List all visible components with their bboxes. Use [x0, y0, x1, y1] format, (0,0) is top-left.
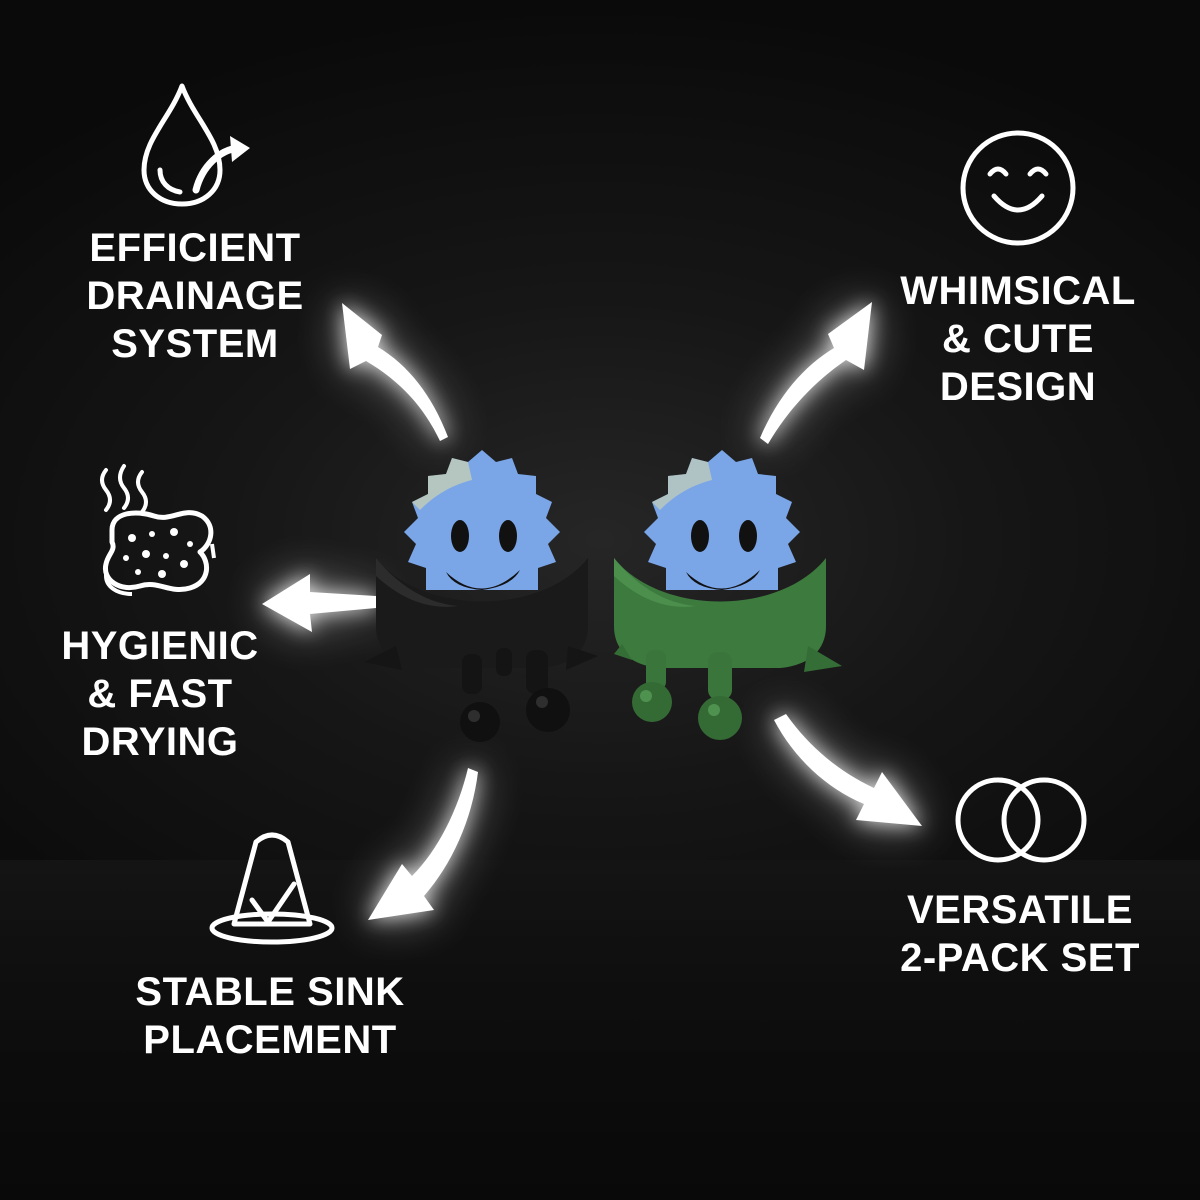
blue-sponge: [644, 450, 800, 590]
arrow-to-versatile: [774, 714, 922, 826]
arrow-to-whimsical: [760, 302, 872, 444]
smiley-face-icon: [960, 130, 1076, 246]
arrow-to-drainage: [342, 303, 448, 441]
feature-label-versatile: VERSATILE 2-PACK SET: [900, 888, 1140, 980]
water-drop-arrow-icon: [141, 83, 250, 207]
feature-label-stable: STABLE SINK PLACEMENT: [135, 970, 405, 1062]
feature-label-whimsical: WHIMSICAL & CUTE DESIGN: [900, 269, 1136, 409]
blue-sponge: [404, 450, 560, 590]
feature-label-drainage: EFFICIENT DRAINAGE SYSTEM: [86, 226, 304, 366]
floor-shadow: [0, 860, 1200, 1200]
arrow-to-stable: [368, 768, 478, 920]
feature-label-hygienic: HYGIENIC & FAST DRYING: [61, 624, 259, 764]
cone-checkmark-icon: [209, 832, 335, 945]
green-sponge-holder: [614, 450, 842, 740]
arrow-to-hygienic: [262, 574, 376, 632]
interlocking-rings-icon: [955, 777, 1087, 863]
steaming-sponge-icon: [100, 464, 216, 596]
black-sponge-holder: [364, 450, 598, 742]
